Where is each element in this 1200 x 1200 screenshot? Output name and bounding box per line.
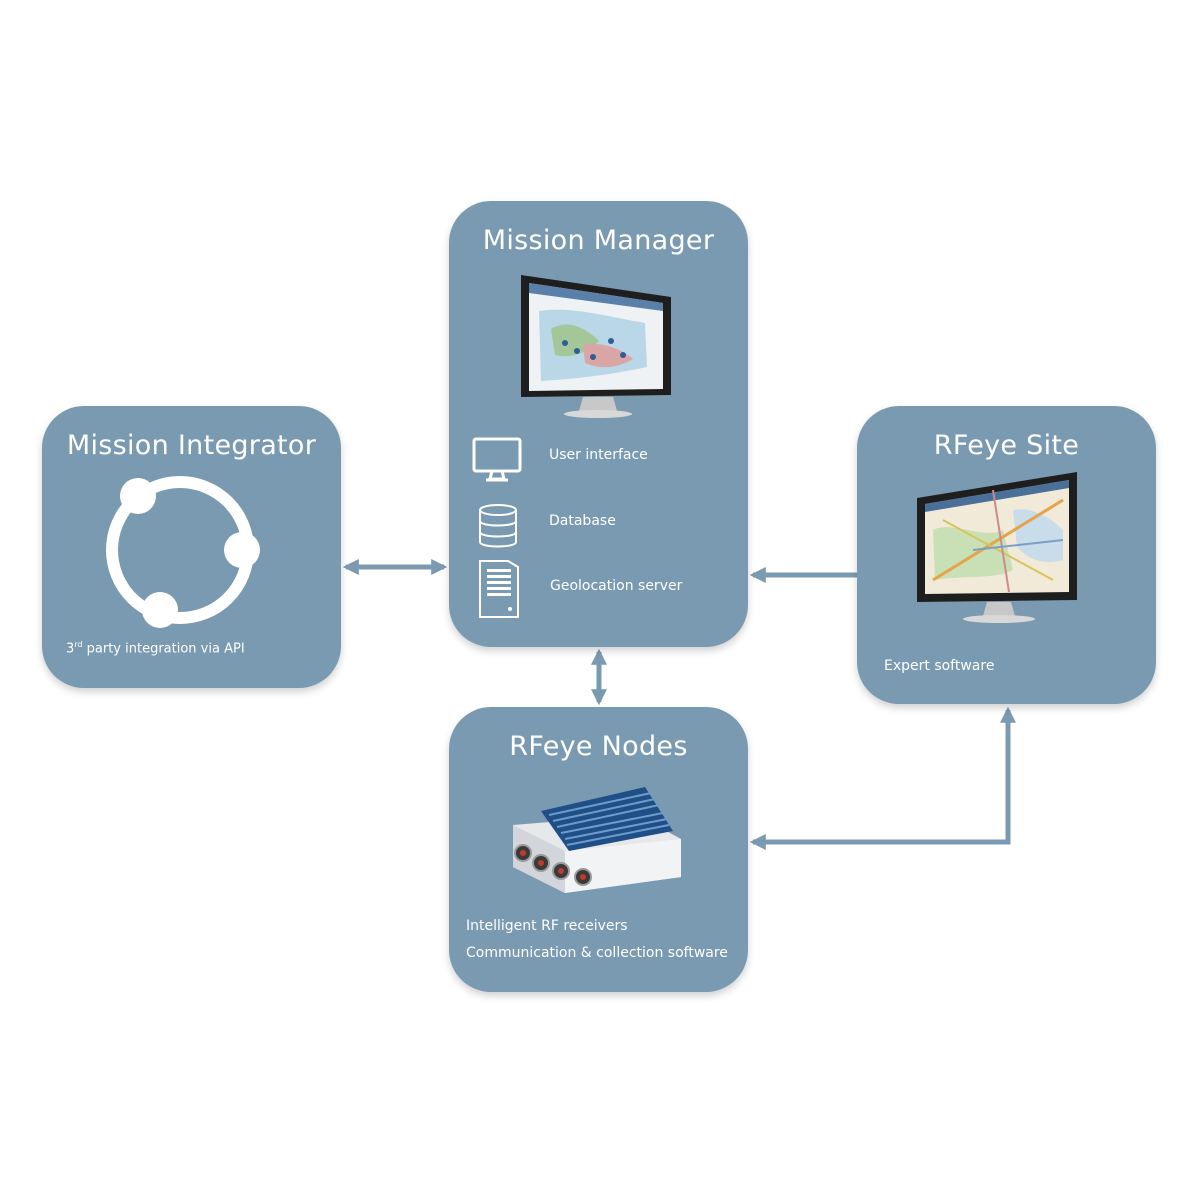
rfeye-nodes-title: RFeye Nodes bbox=[449, 731, 748, 762]
mission-integrator-caption: 3rd party integration via API bbox=[66, 640, 245, 656]
mission-integrator-title: Mission Integrator bbox=[42, 430, 341, 461]
monitor-map-image bbox=[913, 470, 1093, 630]
arrow-nodes-site bbox=[753, 710, 1008, 842]
rfeye-site-caption: Expert software bbox=[884, 658, 994, 674]
integration-circle-icon bbox=[104, 474, 274, 634]
database-icon bbox=[478, 504, 522, 550]
rfeye-nodes-caption-1: Intelligent RF receivers bbox=[466, 918, 628, 934]
monitor-icon bbox=[472, 437, 524, 483]
mission-integrator-box: Mission Integrator 3rd party integration… bbox=[42, 406, 341, 688]
rfeye-nodes-box: RFeye Nodes Intelligent RF re bbox=[449, 707, 748, 992]
monitor-screenshot-image bbox=[515, 271, 685, 421]
rfeye-site-title: RFeye Site bbox=[857, 430, 1156, 461]
feature-label-geolocation-server: Geolocation server bbox=[550, 578, 682, 594]
rfeye-nodes-caption-2: Communication & collection software bbox=[466, 945, 728, 961]
feature-label-user-interface: User interface bbox=[549, 447, 648, 463]
mission-manager-box: Mission Manager User interface Database bbox=[449, 201, 748, 647]
rf-receiver-device-image bbox=[505, 781, 695, 901]
rfeye-site-box: RFeye Site Expert software bbox=[857, 406, 1156, 704]
server-icon bbox=[478, 559, 524, 619]
feature-label-database: Database bbox=[549, 513, 616, 529]
mission-manager-title: Mission Manager bbox=[449, 225, 748, 256]
